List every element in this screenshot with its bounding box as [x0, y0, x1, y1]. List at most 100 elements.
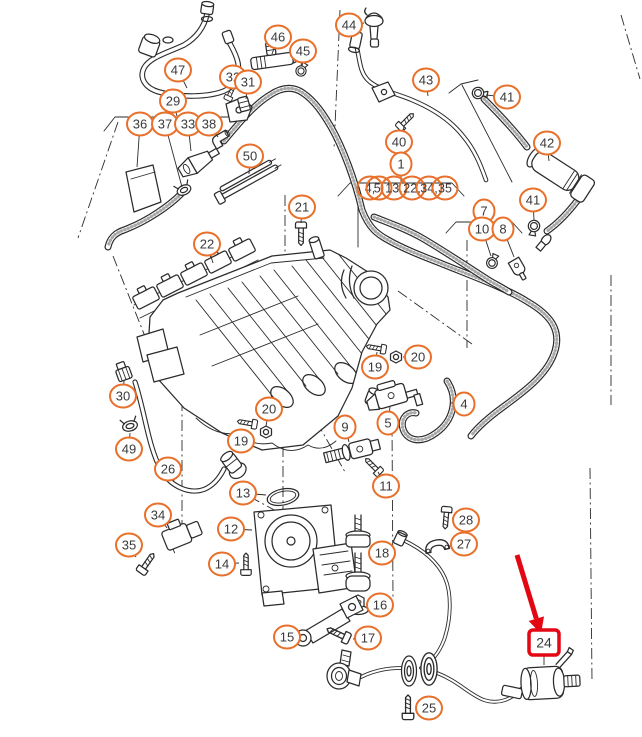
- callout-35: 35: [115, 532, 143, 558]
- callout-12: 12: [217, 516, 253, 542]
- callout-label: 42: [540, 136, 554, 151]
- callout-38: 38: [195, 111, 223, 138]
- callout-44: 44: [335, 12, 365, 38]
- callout-label: 13: [236, 486, 250, 501]
- callout-36: 36: [126, 111, 154, 168]
- callout-label: 8: [499, 222, 506, 237]
- highlighted-callout-box: [527, 628, 561, 657]
- callout-1: 1: [389, 151, 413, 182]
- callout-45: 45: [289, 38, 317, 67]
- callout-50: 50: [236, 143, 264, 175]
- callout-49: 49: [115, 432, 143, 462]
- callout-10: 10: [468, 216, 496, 257]
- callout-41: 41: [485, 84, 521, 110]
- svg-text:35: 35: [438, 182, 452, 196]
- callout-label: 22: [200, 237, 214, 252]
- callout-label: 5: [384, 416, 391, 431]
- callout-label: 41: [500, 90, 514, 105]
- callout-label: 34: [151, 508, 165, 523]
- purge-valve-part-24: [520, 646, 581, 701]
- callout-label: 1: [397, 157, 404, 172]
- callout-label: 46: [271, 30, 285, 45]
- callout-label: 49: [122, 442, 136, 457]
- callout-30: 30: [109, 380, 137, 409]
- callout-label: 16: [373, 598, 387, 613]
- group-row-item-5: 5,: [365, 175, 393, 201]
- group-row-item-13: 13,: [380, 175, 408, 201]
- callout-20: 20: [403, 344, 432, 370]
- callout-5: 5: [376, 406, 400, 436]
- callout-label: 9: [341, 420, 348, 435]
- callout-26: 26: [154, 456, 182, 482]
- callout-label: 37: [158, 117, 172, 132]
- callout-label: 33: [181, 117, 195, 132]
- callout-label: 47: [171, 63, 185, 78]
- callout-label: 45: [296, 44, 310, 59]
- callout-label: 19: [368, 360, 382, 375]
- callout-label: 31: [241, 75, 255, 90]
- callout-label: 50: [243, 149, 257, 164]
- callout-18: 18: [368, 540, 396, 566]
- callout-15: 15: [273, 624, 301, 650]
- callout-label: 29: [166, 94, 180, 109]
- callout-label: 38: [202, 117, 216, 132]
- callout-14: 14: [208, 551, 240, 577]
- callout-7: 7: [472, 198, 496, 224]
- callout-16: 16: [366, 592, 394, 618]
- callout-46: 46: [264, 24, 292, 55]
- callout-label: 41: [526, 193, 540, 208]
- callout-label: 25: [422, 701, 436, 716]
- callout-label: 12: [224, 522, 238, 537]
- svg-text:13,: 13,: [385, 182, 402, 196]
- highlighted-callout-label: 24: [536, 635, 552, 651]
- callout-20: 20: [255, 396, 283, 427]
- callout-42: 42: [533, 130, 561, 162]
- svg-text:4,: 4,: [365, 182, 375, 196]
- callout-label: 28: [459, 513, 473, 528]
- highlight-arrow-shaft: [514, 554, 539, 620]
- callout-28: 28: [451, 507, 480, 533]
- callout-label: 20: [262, 402, 276, 417]
- callout-8: 8: [491, 216, 515, 258]
- intake-manifold-drawing: [136, 236, 391, 451]
- callout-label: 14: [215, 557, 229, 572]
- highlight-arrow-24: 24: [514, 554, 561, 665]
- callout-29: 29: [159, 88, 187, 117]
- callout-label: 10: [475, 222, 489, 237]
- callout-label: 43: [419, 73, 433, 88]
- callout-label: 36: [133, 117, 147, 132]
- callout-label: 15: [280, 630, 294, 645]
- callout-label: 40: [392, 135, 406, 150]
- small-parts-drawing: [115, 0, 596, 721]
- callout-label: 44: [342, 18, 356, 33]
- throttle-body-drawing: [253, 487, 358, 607]
- hoses-drawing: [104, 84, 581, 444]
- callout-label: 19: [234, 434, 248, 449]
- callout-label: 30: [116, 389, 130, 404]
- callout-label: 17: [361, 631, 375, 646]
- callout-41: 41: [519, 187, 547, 221]
- callout-17: 17: [352, 625, 382, 651]
- callout-label: 7: [480, 204, 487, 219]
- callout-label: 4: [460, 397, 467, 412]
- group-row-item-35: 35: [431, 175, 459, 201]
- callout-43: 43: [412, 67, 440, 97]
- callout-47: 47: [164, 57, 192, 89]
- callout-40: 40: [385, 126, 413, 155]
- callout-label: 35: [122, 538, 136, 553]
- callout-34: 34: [144, 502, 172, 529]
- callout-label: 20: [411, 350, 425, 365]
- callout-31: 31: [234, 69, 262, 100]
- callout-19: 19: [227, 428, 255, 454]
- callout-21: 21: [288, 194, 316, 224]
- callout-37: 37: [151, 111, 183, 188]
- svg-text:5,: 5,: [374, 182, 384, 196]
- callout-label: 26: [161, 462, 175, 477]
- callout-9: 9: [333, 414, 357, 443]
- callout-13: 13: [229, 480, 267, 506]
- callout-label: 27: [457, 537, 471, 552]
- callout-22: 22: [193, 231, 221, 264]
